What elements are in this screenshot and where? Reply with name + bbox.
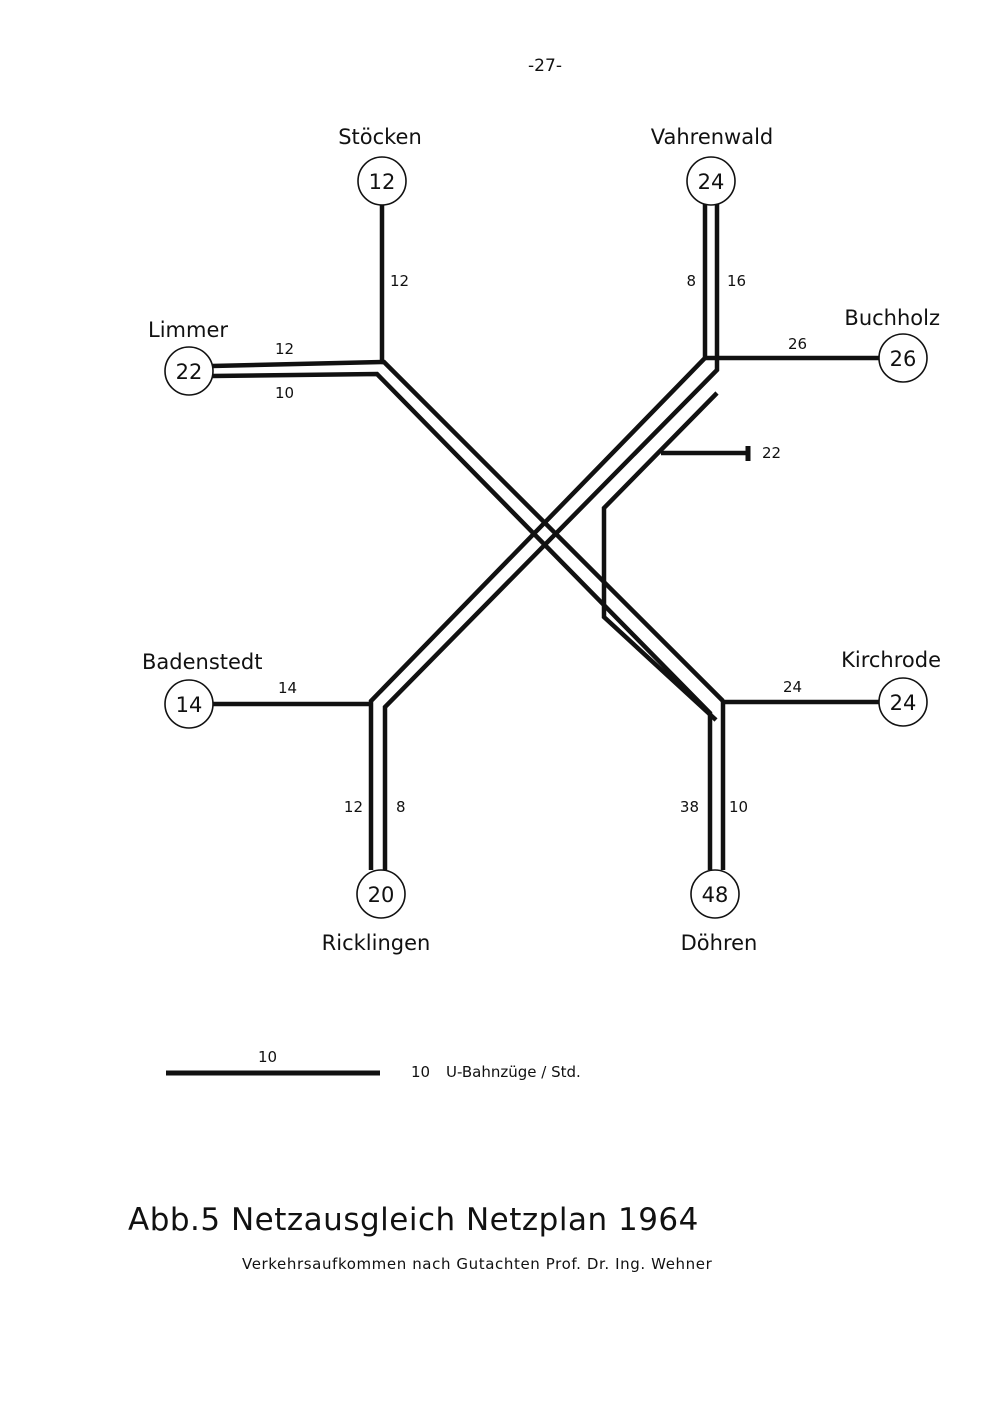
station-kirchrode-circle (878, 677, 928, 727)
station-buchholz-number: 26 (890, 347, 917, 371)
station-kirchrode-number: 24 (890, 691, 917, 715)
station-badenstedt-name: Badenstedt (142, 650, 263, 674)
station-ricklingen-name: Ricklingen (322, 931, 431, 955)
label-vahrenwald-right: 16 (727, 272, 746, 290)
caption-subtitle: Verkehrsaufkommen nach Gutachten Prof. D… (242, 1255, 713, 1273)
label-ricklingen-left: 12 (344, 798, 363, 816)
label-vahrenwald-left: 8 (686, 272, 696, 290)
label-buchholz: 26 (788, 335, 807, 353)
line-limmer-lower (211, 371, 713, 870)
station-limmer-number: 22 (176, 360, 203, 384)
station-vahrenwald-name: Vahrenwald (651, 125, 774, 149)
station-badenstedt-number: 14 (176, 693, 203, 717)
station-buchholz-name: Buchholz (844, 306, 940, 330)
label-doehren-right: 10 (729, 798, 748, 816)
line-vahrenwald-left (368, 199, 708, 870)
label-doehren-left: 38 (680, 798, 699, 816)
station-limmer-name: Limmer (148, 318, 228, 342)
station-stoecken-number: 12 (369, 170, 396, 194)
station-vahrenwald-circle (686, 156, 736, 206)
station-badenstedt-circle (164, 679, 214, 729)
label-branch-22: 22 (762, 444, 781, 462)
legend-value: 10 (411, 1063, 430, 1081)
station-stoecken-name: Stöcken (338, 125, 422, 149)
label-stoecken: 12 (390, 272, 409, 290)
station-buchholz-circle (878, 333, 928, 383)
label-limmer-upper: 12 (275, 340, 294, 358)
figure-caption: Abb.5 Netzausgleich Netzplan 1964 (128, 1202, 699, 1238)
station-doehren-name: Döhren (681, 931, 758, 955)
station-kirchrode-name: Kirchrode (841, 648, 941, 672)
line-vahrenwald-right (382, 199, 720, 870)
station-ricklingen-number: 20 (368, 883, 395, 907)
station-ricklingen-circle (356, 869, 406, 919)
station-doehren-number: 48 (702, 883, 729, 907)
line-limmer-upper (211, 359, 725, 703)
station-limmer-circle (164, 346, 214, 396)
label-kirchrode: 24 (783, 678, 802, 696)
label-ricklingen-right: 8 (396, 798, 406, 816)
station-stoecken-circle (357, 156, 407, 206)
line-third-track (601, 391, 719, 722)
label-limmer-lower: 10 (275, 384, 294, 402)
legend-unit: U-Bahnzüge / Std. (446, 1063, 581, 1081)
legend-bar-label: 10 (258, 1048, 277, 1066)
label-badenstedt: 14 (278, 679, 297, 697)
caption-title: Abb.5 Netzausgleich Netzplan 1964 (128, 1202, 699, 1238)
page-number: -27- (528, 56, 562, 76)
station-vahrenwald-number: 24 (698, 170, 725, 194)
station-doehren-circle (690, 869, 740, 919)
